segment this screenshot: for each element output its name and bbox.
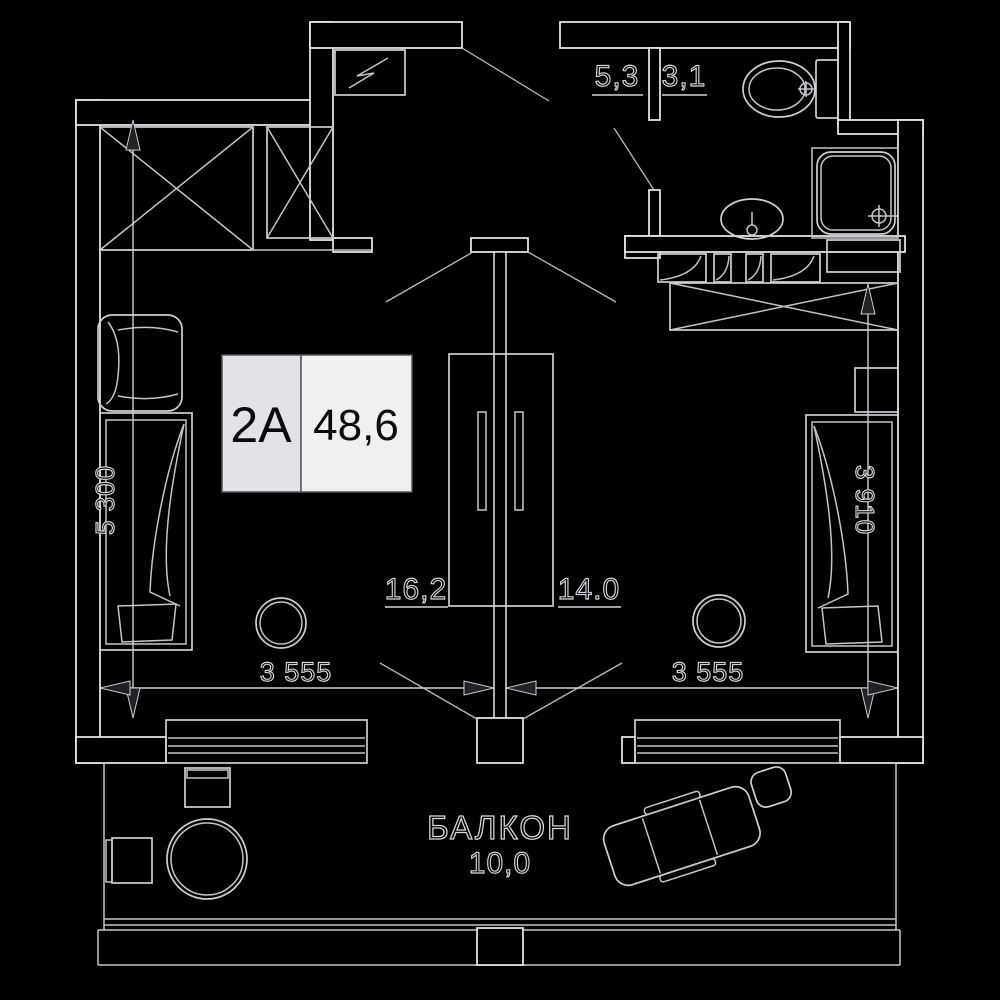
bed-right <box>805 414 899 653</box>
balcony-structure <box>97 763 901 966</box>
armchair <box>97 314 183 412</box>
balcony-area-label: 10,0 <box>469 847 531 880</box>
wall-hall-left-band <box>309 21 334 241</box>
bedroom-area-label: 14.0 <box>558 573 620 606</box>
bathroom-area-label: 3,1 <box>662 60 707 93</box>
arrow-west-1 <box>99 680 131 696</box>
dimension-labels: 3 555 3 555 5 300 3 910 <box>89 464 880 687</box>
wall-right-outer <box>897 119 924 764</box>
wall-top-left <box>75 99 313 126</box>
wall-center-partition <box>493 251 507 723</box>
wall-bottom-right-seg <box>839 736 924 764</box>
sink-symbol <box>720 198 784 240</box>
bed-left <box>99 412 193 651</box>
dim-width-left: 3 555 <box>260 657 333 687</box>
wall-top-entry-left <box>309 21 463 49</box>
dimension-lines <box>99 119 899 719</box>
stool-right <box>692 594 746 648</box>
stool-left <box>255 597 307 649</box>
unit-label: 2A <box>230 397 292 453</box>
wardrobe-big-left <box>99 126 254 251</box>
wall-left-outer <box>75 99 101 764</box>
wall-bottom-mid-seg <box>621 736 636 764</box>
balcony-rail-pier <box>476 927 524 966</box>
wall-hall-bath-partition <box>648 47 661 121</box>
lounge-chair <box>602 766 793 887</box>
hallway-area-label: 5,3 <box>595 60 640 93</box>
electrical-panel-box <box>334 49 406 96</box>
arrow-up-right <box>860 283 876 315</box>
toilet-symbol <box>742 59 839 119</box>
lounge-headrest <box>750 766 793 808</box>
nightstand <box>854 367 899 413</box>
arrow-west-2 <box>505 680 537 696</box>
unit-total-area: 48,6 <box>313 401 399 450</box>
dim-height-left: 5 300 <box>90 465 120 535</box>
arrow-up-left <box>125 119 141 151</box>
walls <box>75 21 924 764</box>
wall-bath-right-thin <box>837 21 851 125</box>
window-right <box>634 719 841 764</box>
balcony-chair-top <box>184 767 231 808</box>
dim-height-right: 3 910 <box>850 465 880 535</box>
arrow-east-1 <box>463 680 495 696</box>
wall-balcony-door-pier <box>476 717 524 764</box>
living-door-swing <box>385 251 474 303</box>
lightning-icon <box>348 57 389 89</box>
living-area-label: 16,2 <box>385 573 447 606</box>
arrow-east-2 <box>867 680 899 696</box>
balcony-door-swing-left <box>379 662 478 720</box>
balcony-chair-left <box>105 837 153 884</box>
balcony-name-label: БАЛКОН <box>427 809 573 846</box>
bathroom-door-swing <box>613 127 655 191</box>
entry-door-swing <box>461 47 550 102</box>
wardrobe-center <box>448 353 554 607</box>
wall-bottom-left-seg <box>75 736 167 764</box>
wardrobe-wide-right <box>669 282 899 331</box>
bedroom-door-swing <box>527 251 617 303</box>
room-labels: 5,3 3,1 16,2 14.0 БАЛКОН 10,0 <box>384 59 707 881</box>
windows <box>165 719 841 764</box>
unit-card: 2A 48,6 <box>221 354 413 493</box>
window-left <box>165 719 368 764</box>
wardrobe-small-left <box>266 126 334 239</box>
wall-bath-door-jamb <box>648 189 661 241</box>
electrical-panel <box>334 49 406 96</box>
arrow-down-left <box>125 687 141 719</box>
closet-panels <box>657 253 821 283</box>
balcony-table <box>166 818 248 900</box>
wall-opening-stub-left <box>332 237 373 253</box>
door-swings <box>379 47 655 720</box>
washing-machine-slot <box>826 239 901 273</box>
shower-symbol <box>811 147 899 239</box>
unit-card-label-cell <box>221 354 302 493</box>
dim-width-right: 3 555 <box>672 657 745 687</box>
wall-top-right <box>559 21 851 49</box>
unit-card-area-cell <box>300 354 413 493</box>
balcony-door-swing-right <box>522 662 623 720</box>
wall-center-lintel <box>470 237 529 253</box>
